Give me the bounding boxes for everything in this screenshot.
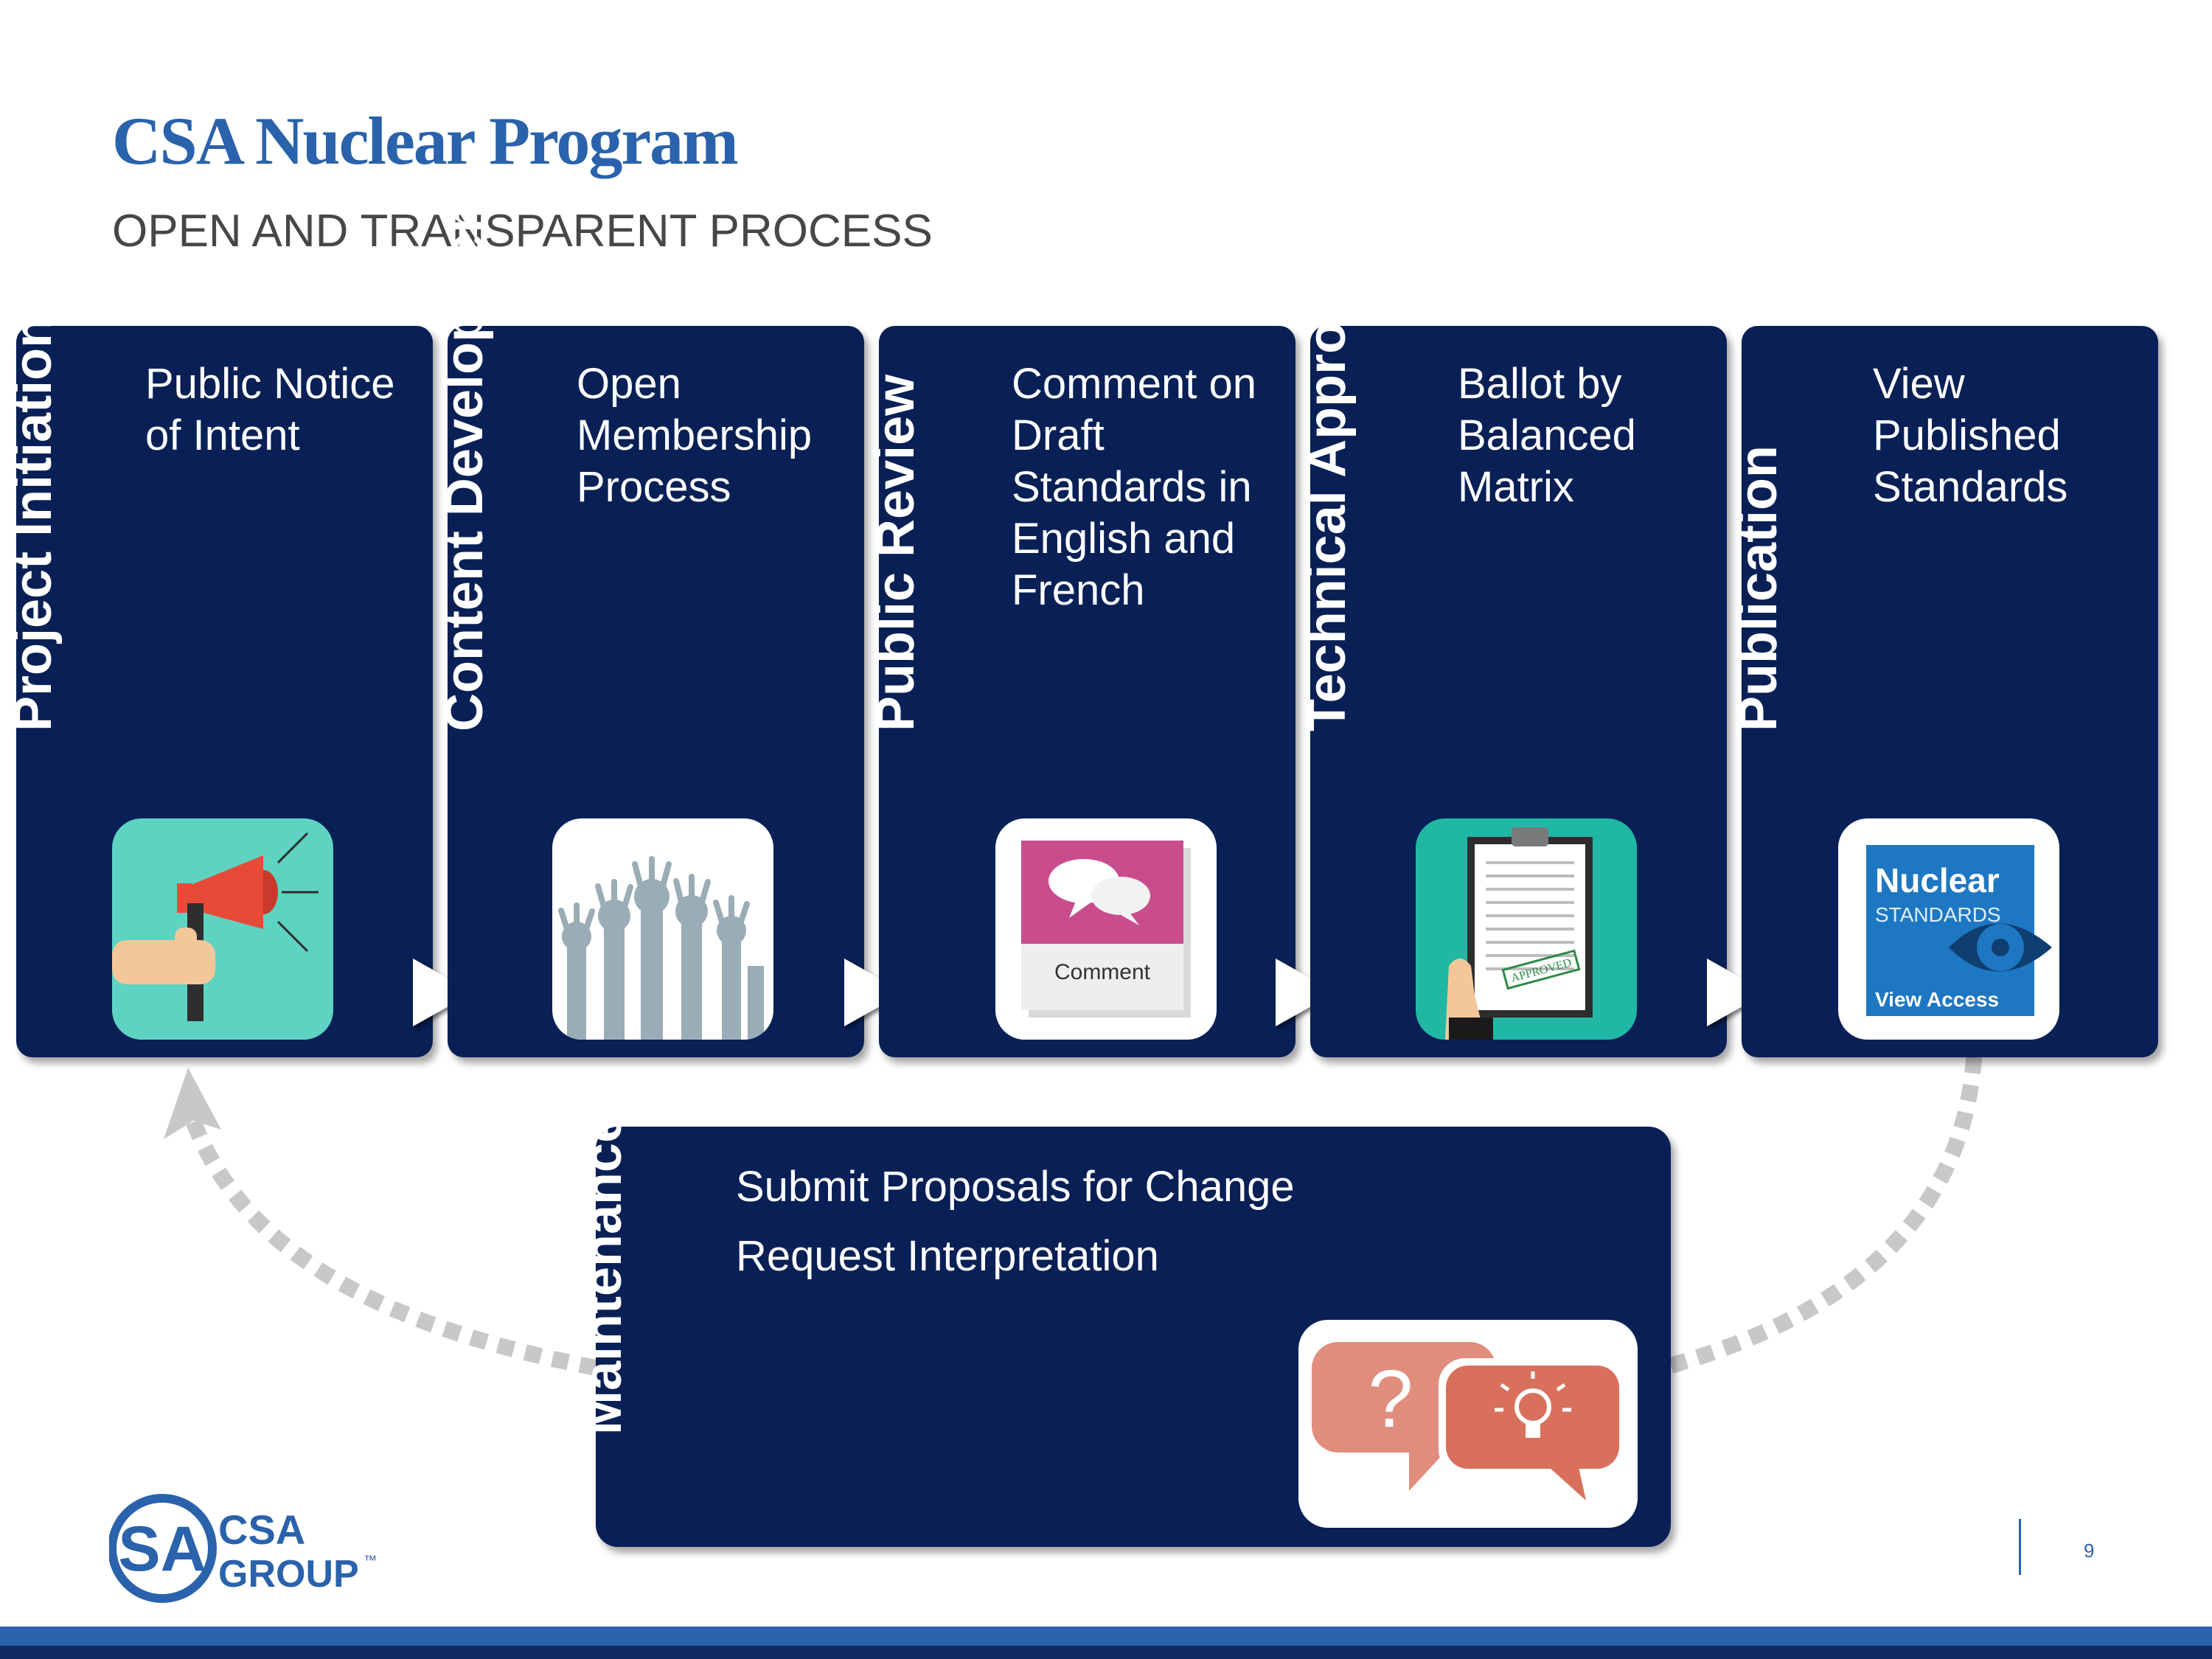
maintenance-line-1: Submit Proposals for Change (736, 1163, 1295, 1211)
clipboard-approved-icon: APPROVED (1416, 818, 1637, 1040)
megaphone-icon (112, 818, 333, 1040)
page-title: CSA Nuclear Program (112, 103, 739, 178)
question-idea-bubbles-icon: ? (1298, 1320, 1638, 1528)
comment-icon-text: Comment (1054, 960, 1151, 984)
stage-card-content-development: Content Development Open Membership Proc… (435, 183, 864, 1057)
stage-card-publication: Publication View Published Standards Nuc… (1729, 326, 2158, 1057)
comment-icon: Comment (995, 818, 1217, 1040)
stage-label: Publication (1729, 445, 1788, 731)
page-divider (2019, 1519, 2021, 1575)
svg-text:GROUP: GROUP (218, 1553, 359, 1596)
standards-text: STANDARDS (1875, 903, 2001, 926)
nuclear-standards-icon: Nuclear STANDARDS View Access (1838, 818, 2059, 1040)
svg-text:?: ? (1368, 1354, 1413, 1444)
svg-text:CSA: CSA (218, 1506, 305, 1553)
stage-description: View Published Standards (1873, 360, 2068, 511)
view-access-text: View Access (1875, 988, 1999, 1011)
maintenance-line-2: Request Interpretation (736, 1232, 1159, 1280)
stage-card-public-review: Public Review Comment on Draft Standards… (866, 326, 1295, 1057)
stage-description: Ballot by Balanced Matrix (1458, 360, 1636, 511)
footer-bar-dark (0, 1646, 2212, 1659)
stage-label: Technical Approval (1298, 247, 1357, 731)
svg-text:™: ™ (364, 1553, 377, 1568)
stage-label: Content Development (435, 182, 494, 731)
stage-card-technical-approval: Technical Approval Ballot by Balanced Ma… (1298, 248, 1727, 1057)
stage-description: Open Membership Process (577, 360, 813, 511)
page-subtitle: OPEN AND TRANSPARENT PROCESS (112, 206, 933, 257)
stage-description: Public Notice of Intent (145, 360, 395, 459)
stage-description: Comment on Draft Standards in English an… (1012, 360, 1257, 614)
maintenance-card: Maintenance Submit Proposals for Change … (574, 1113, 1671, 1547)
svg-text:SA: SA (118, 1514, 206, 1585)
stage-card-project-initiation: Project Initiation Public Notice of Inte… (4, 316, 433, 1057)
stage-label: Public Review (866, 374, 925, 731)
nuclear-title: Nuclear (1875, 861, 2000, 900)
raised-hands-icon (552, 818, 773, 1040)
maintenance-label: Maintenance (574, 1113, 633, 1435)
page-number: 9 (2084, 1540, 2095, 1562)
csa-group-logo: SA CSA GROUP ™ (108, 1491, 389, 1613)
stage-label: Project Initiation (4, 315, 63, 731)
